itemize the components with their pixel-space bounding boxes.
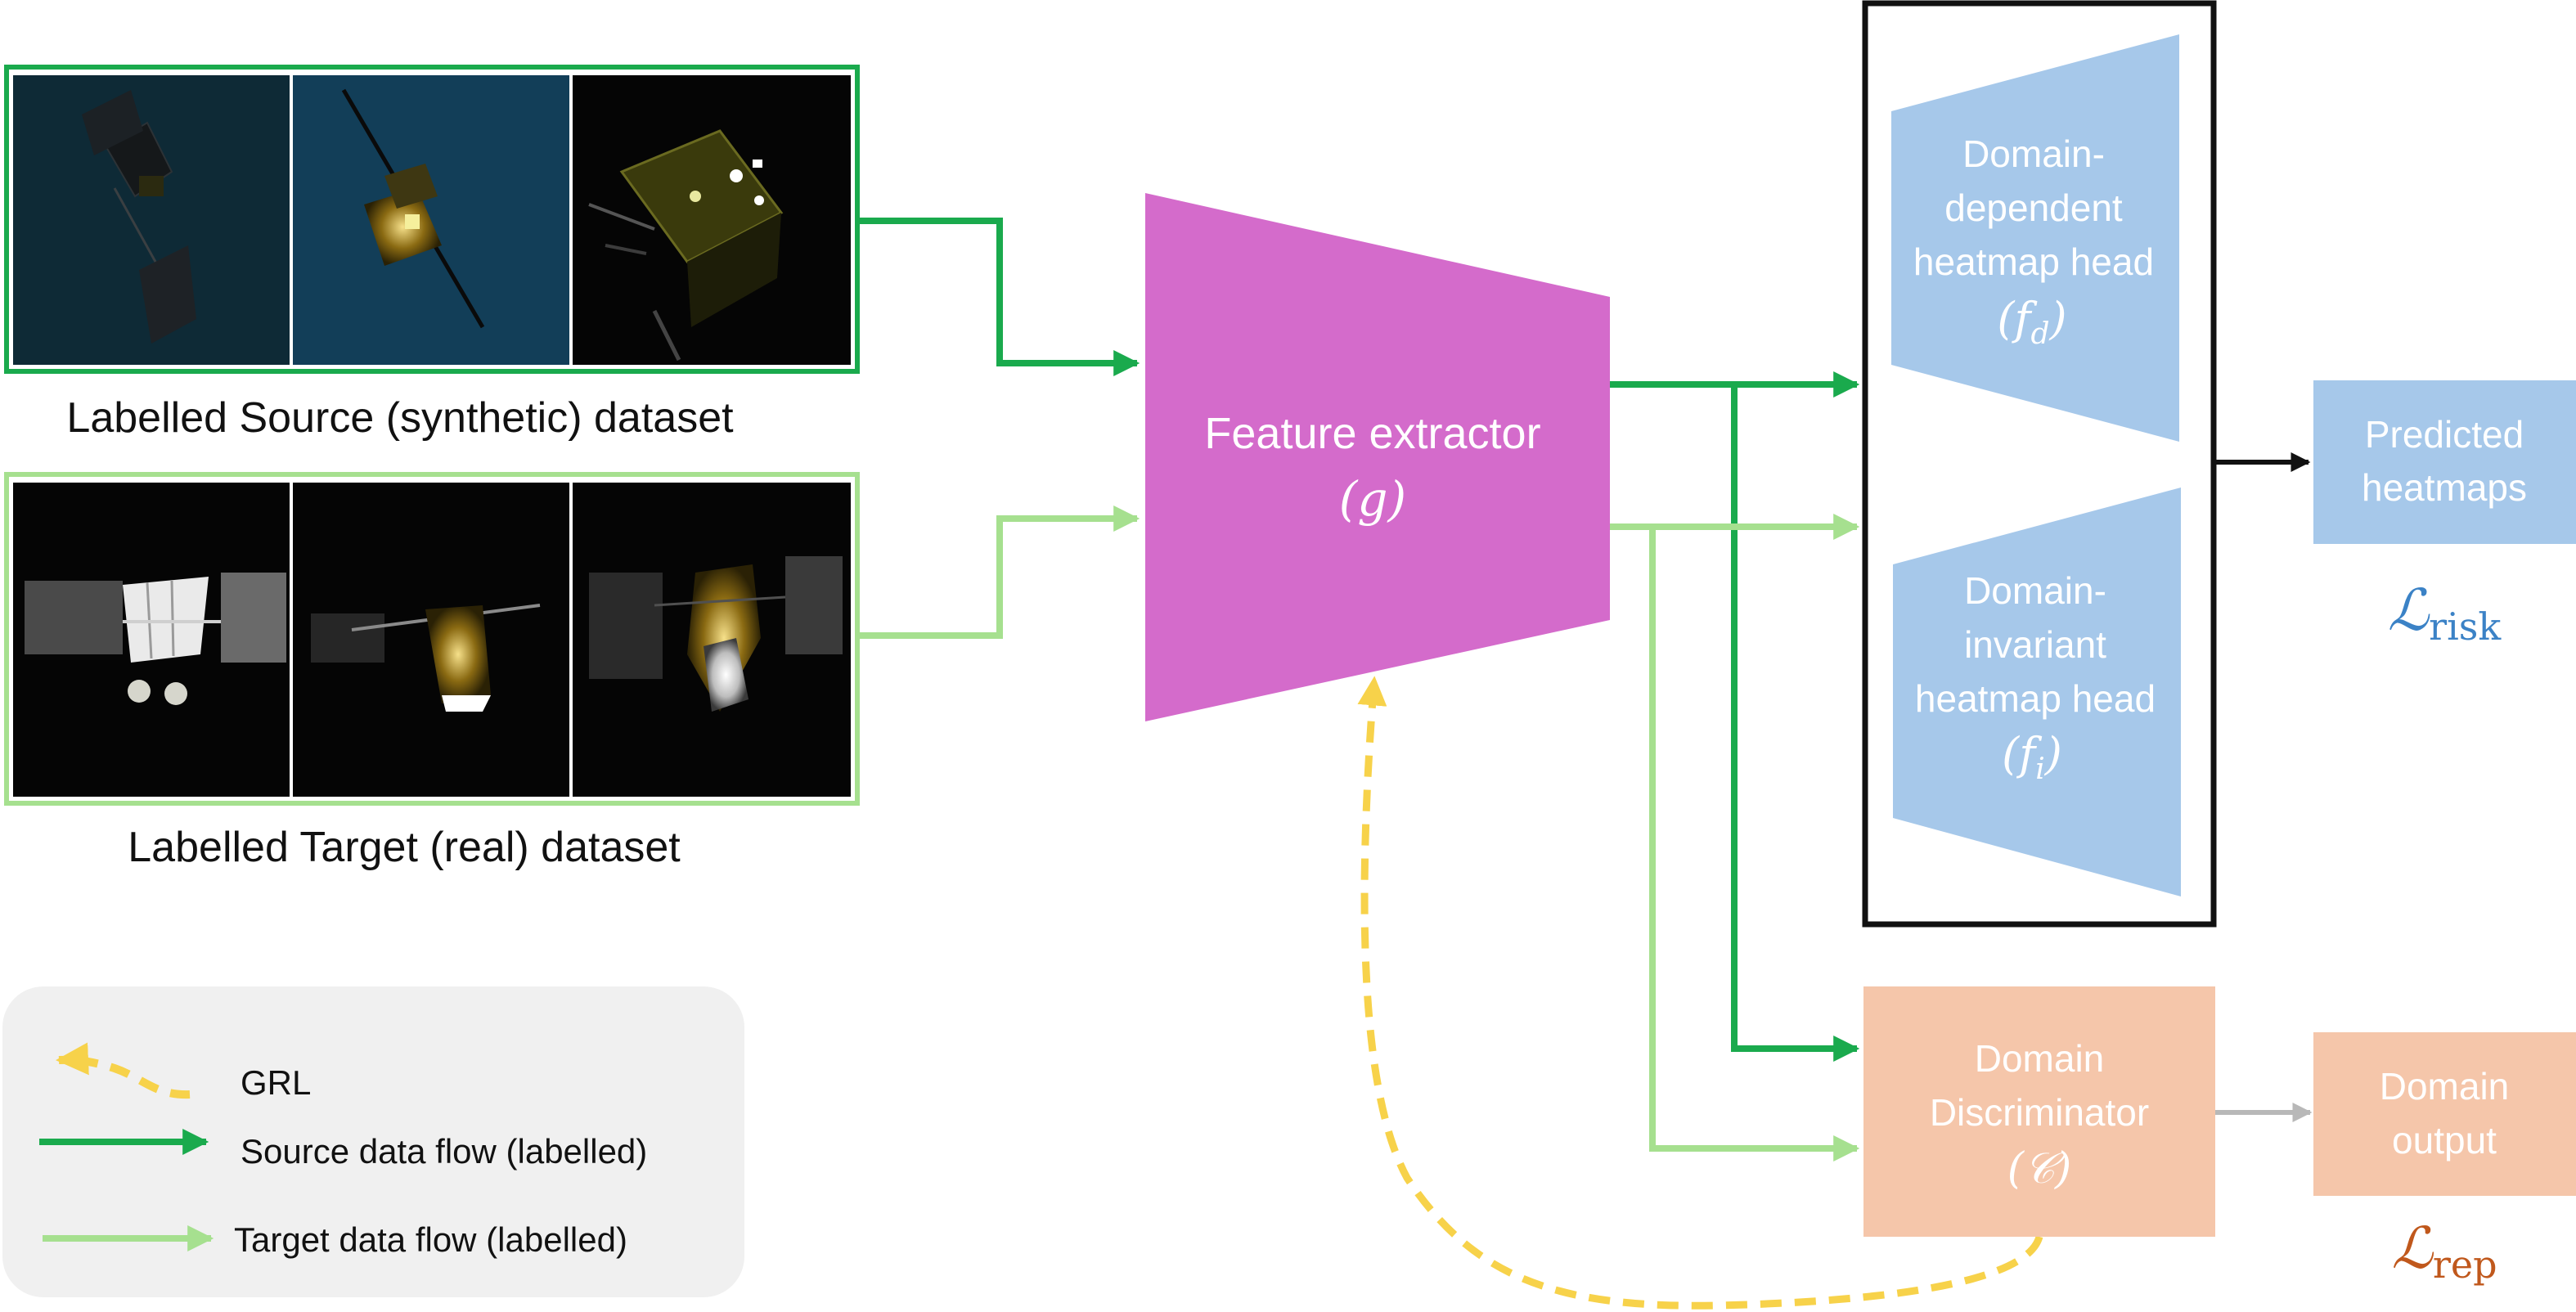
domain-invariant-head-shape <box>1893 488 2181 896</box>
target-satellite-image-2 <box>311 604 541 712</box>
domain-output-box <box>2313 1032 2576 1196</box>
rep-loss-label: ℒrep <box>2391 1215 2497 1287</box>
source-dataset-label: Labelled Source (synthetic) dataset <box>66 394 734 442</box>
discriminator-symbol: (𝒞) <box>2007 1144 2071 1193</box>
legend-background <box>2 986 744 1297</box>
target-flow-arrow-in <box>857 505 1140 639</box>
svg-text:Predicted: Predicted <box>2365 413 2524 456</box>
target-satellite-image-1 <box>25 573 286 705</box>
feature-extractor-symbol: (g) <box>1339 471 1406 527</box>
source-flow-arrow-to-discriminator <box>1731 384 1860 1062</box>
predicted-heatmaps: Predicted heatmaps ℒrisk <box>2313 380 2576 649</box>
target-flow-arrow-to-discriminator <box>1649 527 1860 1161</box>
domain-invariant-head-symbol: (fi) <box>2002 728 2062 786</box>
domain-invariant-head: Domain- invariant heatmap head (fi) <box>1893 488 2181 896</box>
target-dataset-panel: Labelled Target (real) dataset <box>4 472 860 871</box>
domain-dependent-head: Domain- dependent heatmap head (fd) <box>1891 34 2179 442</box>
domain-dependent-head-symbol: (fd) <box>1997 293 2066 351</box>
svg-text:heatmap head: heatmap head <box>1913 240 2154 283</box>
legend-grl-label: GRL <box>241 1063 311 1102</box>
domain-dependent-head-shape <box>1891 34 2179 442</box>
satellite-image-1 <box>82 90 196 344</box>
feature-extractor-title: Feature extractor <box>1204 409 1540 458</box>
feature-extractor: Feature extractor (g) <box>1145 193 1610 721</box>
legend: GRL Source data flow (labelled) Target d… <box>2 986 744 1297</box>
svg-text:Domain-: Domain- <box>1964 569 2106 612</box>
satellite-image-3 <box>588 129 784 362</box>
svg-text:Domain: Domain <box>1975 1037 2105 1080</box>
source-thumb-2 <box>293 75 569 365</box>
legend-source-label: Source data flow (labelled) <box>241 1132 647 1170</box>
feature-extractor-shape <box>1145 193 1610 721</box>
svg-text:invariant: invariant <box>1964 623 2106 666</box>
target-satellite-image-3 <box>589 556 843 712</box>
heatmap-heads-border <box>1862 0 2217 928</box>
svg-text:heatmap head: heatmap head <box>1915 677 2156 720</box>
svg-text:heatmaps: heatmaps <box>2362 466 2527 509</box>
svg-text:Discriminator: Discriminator <box>1930 1091 2149 1134</box>
satellite-image-2 <box>341 88 485 329</box>
svg-text:dependent: dependent <box>1944 186 2123 229</box>
source-dataset-panel: Labelled Source (synthetic) dataset <box>4 65 860 442</box>
source-flow-arrow-in <box>857 218 1140 376</box>
legend-target-label: Target data flow (labelled) <box>234 1220 627 1259</box>
svg-text:Domain-: Domain- <box>1962 133 2105 175</box>
domain-discriminator: Domain Discriminator (𝒞) <box>1863 986 2215 1237</box>
legend-grl-line <box>56 1042 191 1099</box>
svg-text:output: output <box>2392 1119 2497 1161</box>
predicted-heatmaps-box <box>2313 380 2576 544</box>
connectors <box>857 218 2313 1310</box>
target-dataset-label: Labelled Target (real) dataset <box>128 824 681 871</box>
risk-loss-label: ℒrisk <box>2388 577 2502 649</box>
svg-text:Domain: Domain <box>2380 1065 2510 1108</box>
heatmap-heads-group: Domain- dependent heatmap head (fd) Doma… <box>1862 0 2217 928</box>
grl-arrow <box>1357 676 2043 1310</box>
domain-discriminator-box <box>1863 986 2215 1237</box>
domain-output: Domain output ℒrep <box>2313 1032 2576 1287</box>
